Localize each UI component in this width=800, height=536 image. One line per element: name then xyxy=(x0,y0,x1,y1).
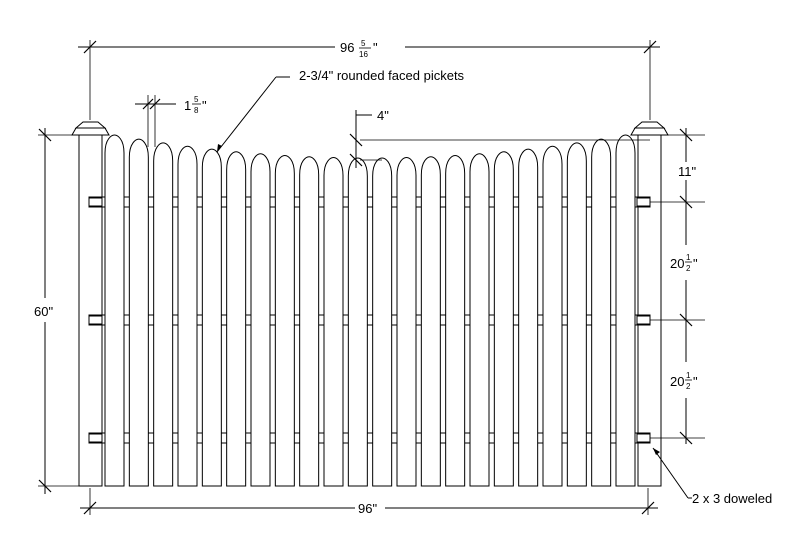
picket xyxy=(299,156,320,487)
dim-picket-width-whole: 1 xyxy=(184,98,191,113)
picket xyxy=(104,134,125,487)
dowel-tab xyxy=(636,197,651,207)
dim-picket-width-den: 8 xyxy=(194,106,199,115)
dim-picket-width: 1 5 8 " xyxy=(135,95,207,147)
picket xyxy=(396,157,417,487)
dim-overall-top-label: 96 xyxy=(340,40,354,55)
right-post xyxy=(630,121,669,487)
dowel-tab xyxy=(88,197,103,207)
dowel-tab xyxy=(636,315,651,325)
dim-picket-width-suffix: " xyxy=(202,98,207,113)
pickets xyxy=(104,134,636,487)
picket xyxy=(201,148,222,487)
dim-rail-upper-suffix: " xyxy=(693,256,698,271)
picket xyxy=(347,157,368,487)
dowel-tab xyxy=(88,433,103,443)
callout-pickets-label: 2-3/4" rounded faced pickets xyxy=(299,68,465,83)
callout-rail-label: 2 x 3 doweled xyxy=(692,491,772,506)
dim-rail-upper-whole: 20 xyxy=(670,256,684,271)
dim-rail-upper-den: 2 xyxy=(686,264,691,273)
dowel-tab xyxy=(636,433,651,443)
picket xyxy=(323,157,344,487)
dim-overall-bottom: 96" xyxy=(80,488,658,516)
dim-rail-upper-num: 1 xyxy=(686,253,691,262)
picket xyxy=(274,154,295,487)
dim-scallop: 4" xyxy=(349,108,650,168)
dim-rail-lower-num: 1 xyxy=(686,371,691,380)
picket xyxy=(226,151,247,487)
picket xyxy=(372,157,393,487)
callout-rail: 2 x 3 doweled xyxy=(652,447,772,506)
dim-picket-width-num: 5 xyxy=(194,95,199,104)
picket xyxy=(469,153,490,487)
dim-top-section-label: 11" xyxy=(678,164,696,179)
dim-overall-top-suffix: " xyxy=(373,40,378,55)
dim-overall-top-num: 5 xyxy=(361,39,366,48)
picket xyxy=(420,156,441,487)
picket xyxy=(445,154,466,487)
dim-rail-lower-suffix: " xyxy=(693,374,698,389)
dim-overall-top: 96 5 16 " xyxy=(78,39,660,120)
dim-rail-lower-den: 2 xyxy=(686,382,691,391)
picket xyxy=(177,145,198,487)
picket xyxy=(615,134,636,487)
dim-right-chain: 11" 20 1 2 " 20 1 2 " xyxy=(650,128,705,445)
picket xyxy=(128,138,149,487)
dim-height-label: 60" xyxy=(34,304,53,319)
dowel-tab xyxy=(88,315,103,325)
picket xyxy=(542,145,563,487)
dim-overall-top-den: 16 xyxy=(359,50,368,59)
callout-pickets: 2-3/4" rounded faced pickets xyxy=(216,68,465,153)
dim-overall-bottom-label: 96" xyxy=(358,501,377,516)
dim-rail-lower-whole: 20 xyxy=(670,374,684,389)
picket xyxy=(153,142,174,487)
picket xyxy=(518,148,539,487)
picket xyxy=(566,142,587,487)
dim-scallop-label: 4" xyxy=(377,108,389,123)
dim-height: 60" xyxy=(34,128,90,494)
picket xyxy=(250,153,271,487)
picket xyxy=(493,151,514,487)
picket xyxy=(591,138,612,487)
left-post xyxy=(71,121,110,487)
